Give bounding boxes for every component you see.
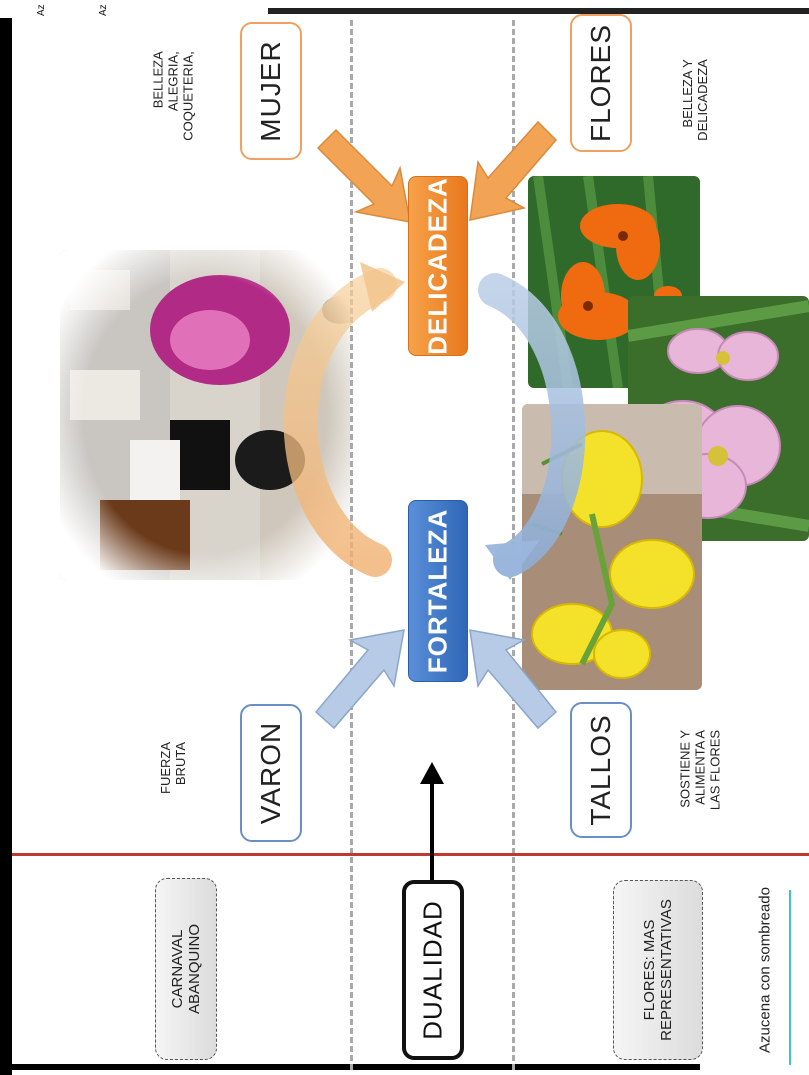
flores-note: BELLEZA Y DELICADEZA	[680, 59, 710, 141]
fragment-text-left: Az	[36, 4, 47, 16]
tallos-label: TALLOS	[585, 714, 616, 826]
azucena-caption: Azucena con sombreado	[756, 887, 774, 1053]
carnival-dancers-photo	[60, 250, 350, 580]
page-border-bottom	[10, 1064, 700, 1070]
delicadeza-box: DELICADEZA	[408, 176, 468, 356]
delicadeza-label: DELICADEZA	[422, 177, 453, 355]
flores-box: FLORES	[570, 14, 632, 152]
varon-label: VARON	[255, 721, 286, 825]
dualidad-box: DUALIDAD	[402, 880, 464, 1060]
page-border-left	[0, 18, 12, 1075]
arrow-varon-to-fortaleza	[314, 629, 405, 730]
flores-label: FLORES	[585, 23, 616, 143]
varon-box: VARON	[240, 704, 302, 842]
dualidad-label: DUALIDAD	[417, 900, 448, 1040]
mujer-box: MUJER	[240, 22, 302, 160]
mujer-label: MUJER	[255, 40, 286, 142]
carnival-dancers-illustration	[60, 250, 350, 580]
tallos-note: SOSTIENE Y ALIMENTA A LAS FLORES	[677, 729, 723, 811]
yellow-flower-photo	[522, 404, 702, 690]
yellow-flower-illustration	[522, 404, 702, 690]
divider-dashed-2	[512, 20, 515, 1070]
arrow-dualidad-up	[420, 762, 444, 880]
page-fragment: Az Az	[0, 0, 268, 16]
section-separator-line	[12, 853, 809, 856]
varon-note: FUERZA BRUTA	[158, 742, 188, 794]
arc-arrow-up-head	[360, 262, 405, 312]
page-border-top	[268, 8, 809, 14]
arrow-mujer-to-delicadeza	[316, 128, 411, 223]
flores-category-label: FLORES: MAS REPRESENTATIVAS	[641, 899, 675, 1041]
fortaleza-box: FORTALEZA	[408, 500, 468, 682]
carnaval-category-box: CARNAVAL ABANQUINO	[155, 878, 217, 1060]
mujer-note: BELLEZA ALEGRIA, COQUETERIA,	[150, 51, 196, 141]
flores-category-box: FLORES: MAS REPRESENTATIVAS	[613, 880, 703, 1060]
fortaleza-label: FORTALEZA	[422, 508, 453, 674]
tallos-box: TALLOS	[570, 702, 632, 838]
carnaval-category-label: CARNAVAL ABANQUINO	[169, 923, 203, 1015]
divider-dashed-1	[350, 20, 353, 1070]
fragment-text-right: Az	[98, 4, 109, 16]
